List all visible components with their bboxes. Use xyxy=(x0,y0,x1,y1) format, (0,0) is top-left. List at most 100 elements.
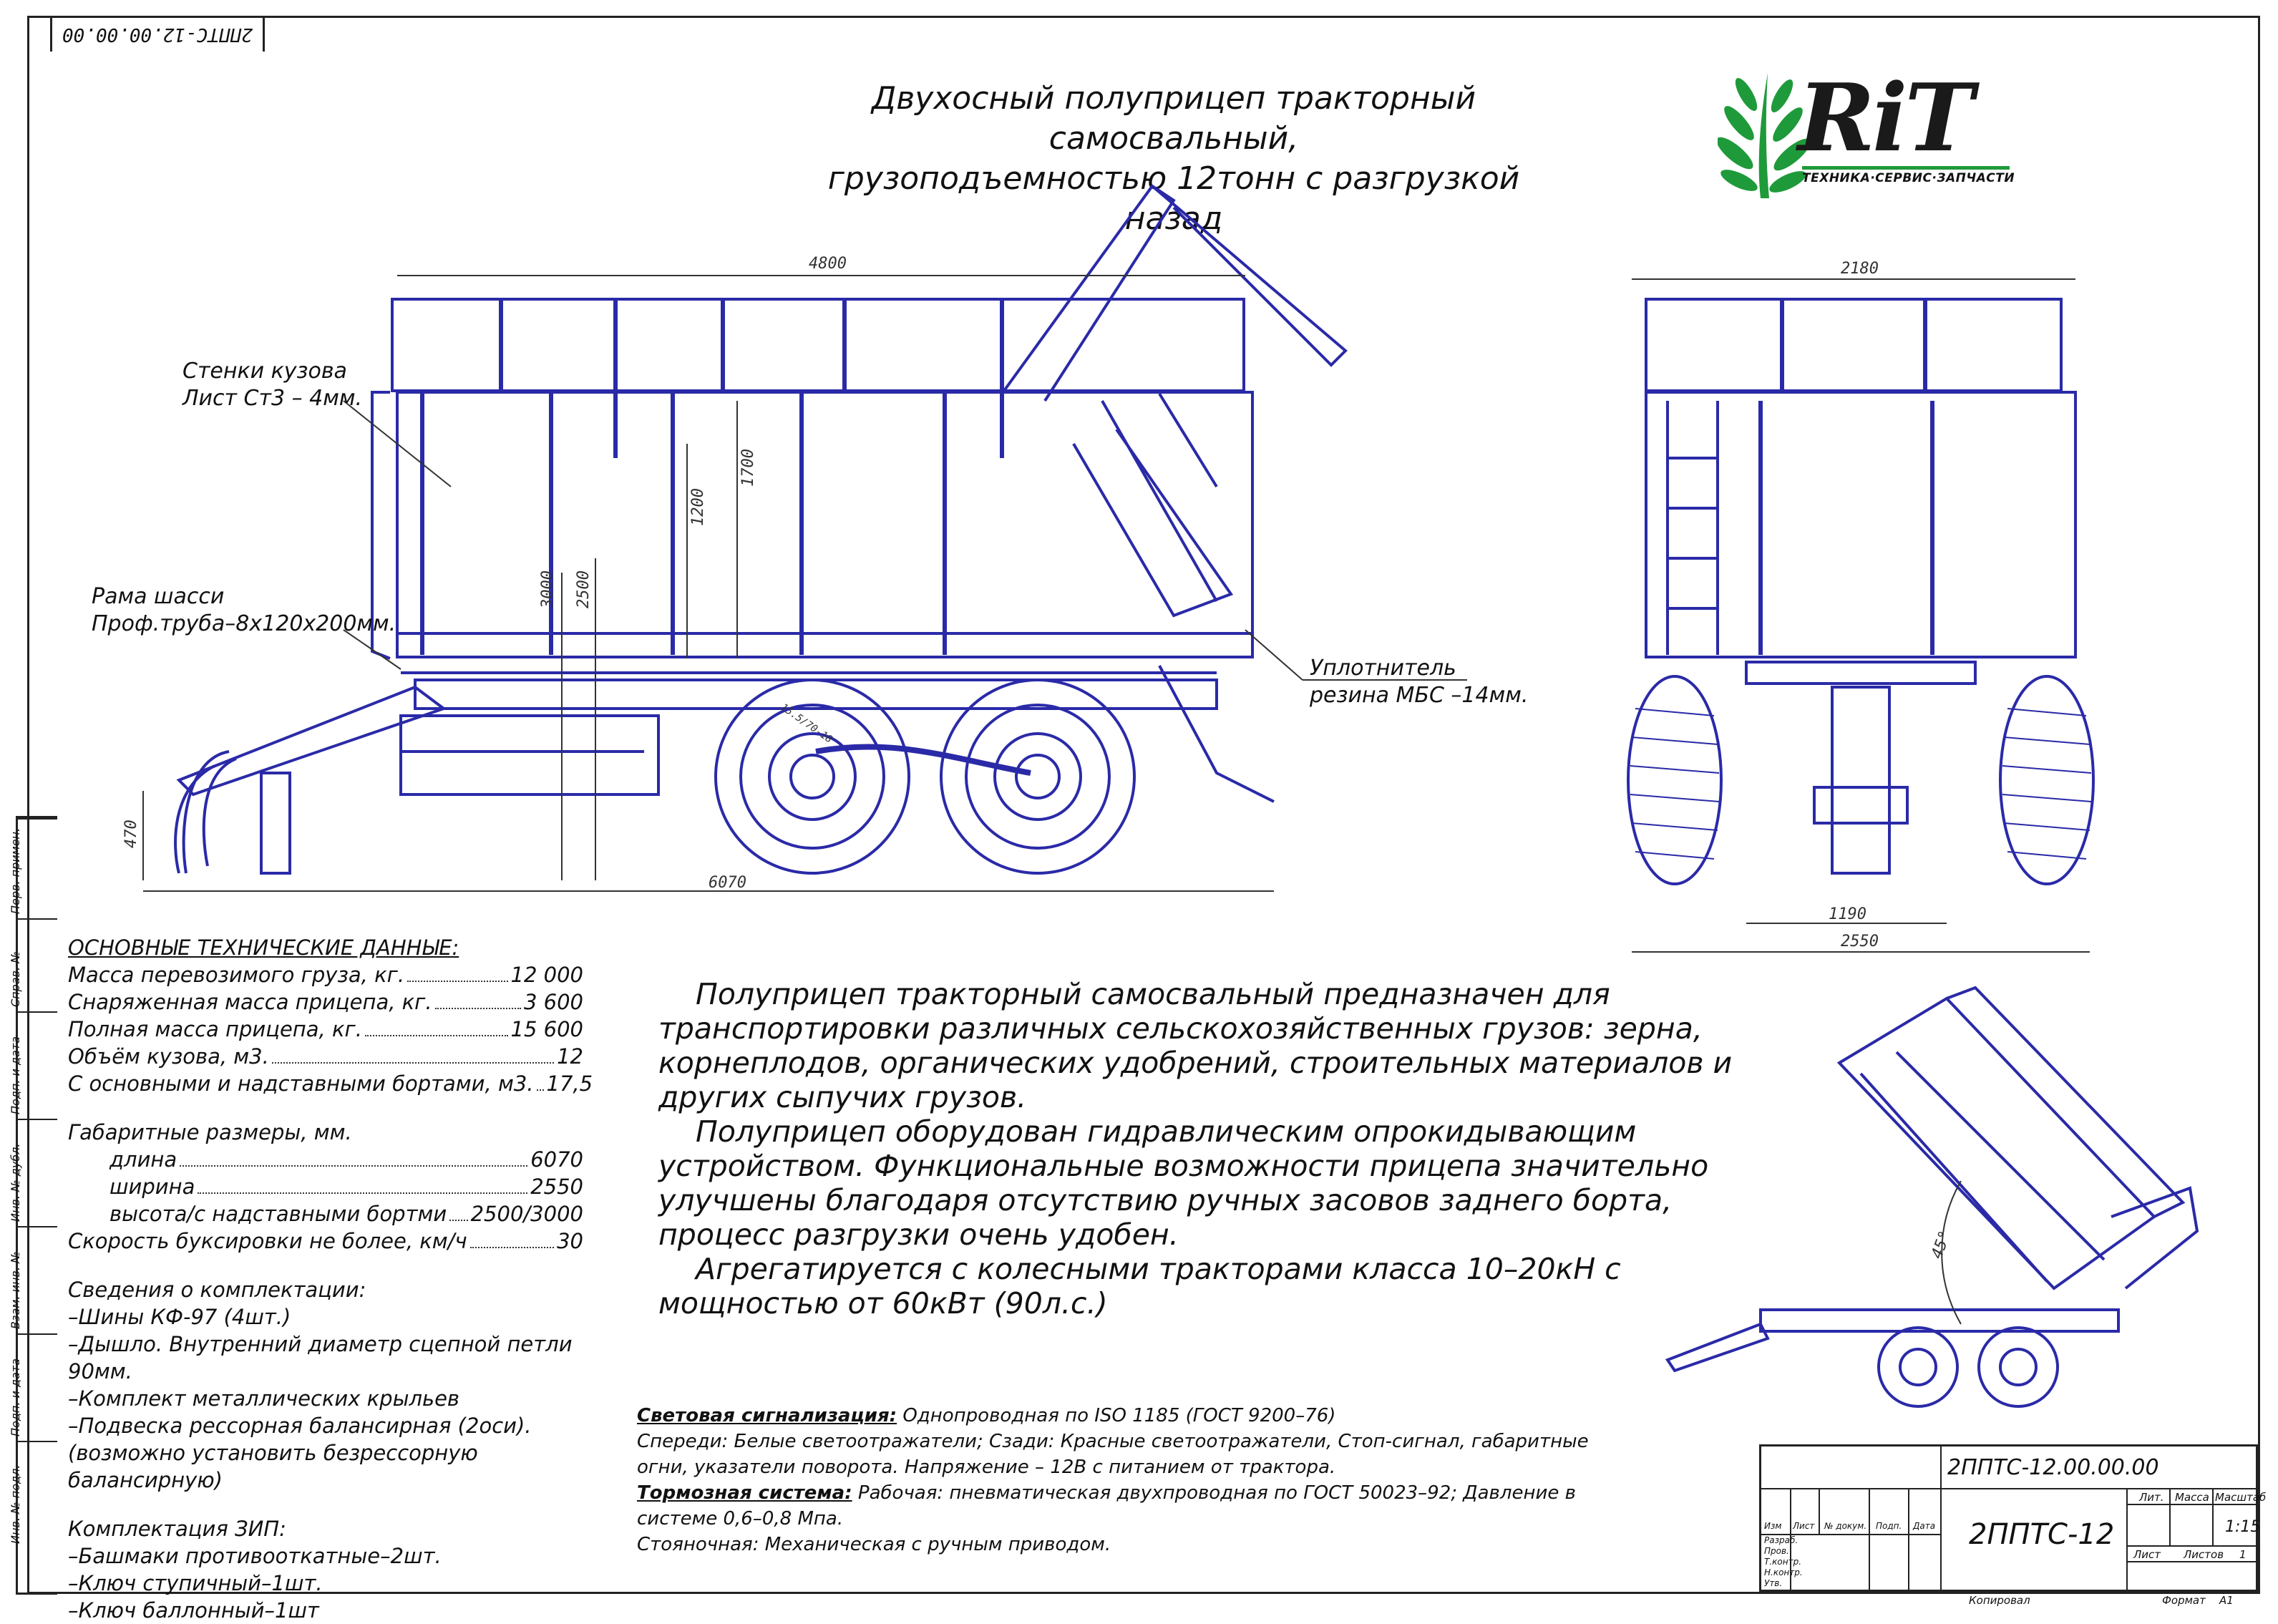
wheat-leaf-icon xyxy=(1718,73,1811,198)
dim-height-1200: 1200 xyxy=(689,488,707,526)
tb-header: Подп. xyxy=(1876,1521,1902,1531)
side-strip-cell: Подп. и дата xyxy=(9,1011,57,1119)
notes: Световая сигнализация: Однопроводная по … xyxy=(637,1403,1617,1557)
spec-row: С основными и надставными бортами, м3. 17… xyxy=(68,1070,593,1097)
zip-item: –Ключ ступичный–1шт. xyxy=(68,1571,323,1595)
side-strip-cell: Перв. примен. xyxy=(9,818,57,918)
dims-row: ширина 2550 xyxy=(68,1173,583,1200)
rear-wheel-right xyxy=(1999,675,2095,885)
spec-row-leader xyxy=(536,1070,544,1091)
side-strip-cell: Справ. № xyxy=(9,918,57,1011)
callout-frame-line2: Проф.труба–8х120х200мм. xyxy=(92,611,396,636)
kit-item: –Комплект металлических крыльев xyxy=(68,1386,460,1411)
dim-height-2500: 2500 xyxy=(575,570,593,608)
tb-lit: Лит. xyxy=(2139,1491,2164,1504)
dims-row-label: высота/с надставными бортми xyxy=(109,1202,447,1226)
spec-gap xyxy=(68,1097,583,1119)
rear-upper-board xyxy=(1645,298,2063,392)
side-strip-cell: Подп. и дата xyxy=(9,1333,57,1441)
spec-row-label: Снаряженная масса прицепа, кг. xyxy=(68,990,432,1014)
zip-heading: Комплектация ЗИП: xyxy=(68,1517,286,1541)
spec-list: ОСНОВНЫЕ ТЕХНИЧЕСКИЕ ДАННЫЕ:Масса перево… xyxy=(68,934,593,1624)
side-strip-cell: Инв. № подл. xyxy=(9,1441,57,1548)
spec-row-leader xyxy=(364,1016,508,1036)
tb-header: Дата xyxy=(1913,1521,1936,1531)
speed-label: Скорость буксировки не более, км/ч xyxy=(68,1229,467,1253)
dims-row-leader xyxy=(449,1200,468,1221)
side-strip-cell: Инв. № дубл. xyxy=(9,1119,57,1226)
dim-rear-body-width: 2180 xyxy=(1841,260,1879,278)
dim-total-width: 2550 xyxy=(1841,933,1879,950)
tb-name: 2ППТС-12 xyxy=(1969,1518,2115,1551)
description-paragraph: Агрегатируется с колесными тракторами кл… xyxy=(658,1252,1621,1321)
tb-sheets: Листов xyxy=(2184,1548,2224,1561)
kit-item: –Шины КФ-97 (4шт.) xyxy=(68,1305,291,1329)
drawbar xyxy=(176,685,447,797)
description-paragraph: Полуприцеп тракторный самосвальный предн… xyxy=(658,977,1733,1114)
tb-role: Т.контр. xyxy=(1764,1557,1802,1567)
tb-header: Изм xyxy=(1764,1521,1782,1531)
rear-ladder xyxy=(1666,401,1719,655)
title-line-1: Двухосный полуприцеп тракторный самосвал… xyxy=(871,80,1476,157)
spec-row-leader xyxy=(271,1043,555,1064)
tb-role: Н.контр. xyxy=(1764,1567,1803,1577)
drawing-frame xyxy=(27,16,2260,1594)
dim-track: 1190 xyxy=(1829,905,1866,923)
dim-hitch-height: 470 xyxy=(122,820,140,848)
side-wheel-front xyxy=(714,679,910,875)
callout-frame-line1: Рама шасси xyxy=(92,584,225,609)
tb-scale-label: Масштаб xyxy=(2215,1491,2267,1504)
dims-row-leader xyxy=(180,1146,528,1167)
dims-row: высота/с надставными бортми 2500/3000 xyxy=(68,1200,583,1227)
tb-copied: Копировал xyxy=(1969,1594,2030,1607)
title-block: 2ППТС-12.00.00.00 2ППТС-12 Изм Лист № доку… xyxy=(1759,1444,2266,1607)
spec-row-leader xyxy=(407,961,508,982)
zip-item: –Ключ баллонный–1шт xyxy=(68,1598,319,1623)
callout-frame: Рама шасси Проф.труба–8х120х200мм. xyxy=(92,583,396,638)
side-upper-board xyxy=(391,298,1245,392)
drawing-title: Двухосный полуприцеп тракторный самосвал… xyxy=(780,79,1567,239)
dim-height-3000: 3000 xyxy=(539,570,557,609)
spec-row-leader xyxy=(434,988,521,1009)
tb-header: Лист xyxy=(1793,1521,1815,1531)
zip-item: –Башмаки противооткатные–2шт. xyxy=(68,1544,442,1568)
tb-role: Утв. xyxy=(1764,1578,1783,1588)
speed-leader xyxy=(469,1227,555,1248)
spec-row-value: 3 600 xyxy=(523,990,583,1014)
tb-format: Формат xyxy=(2162,1594,2206,1607)
title-line-2: грузоподъемностью 12тонн с разгрузкой на… xyxy=(827,160,1520,237)
spec-row-label: Объём кузова, м3. xyxy=(68,1044,269,1069)
side-main-body xyxy=(396,391,1254,658)
dims-row-value: 2500/3000 xyxy=(470,1202,583,1226)
dims-row-label: ширина xyxy=(109,1175,195,1199)
spec-row-value: 17,5 xyxy=(546,1071,593,1096)
spec-row-label: Полная масса прицепа, кг. xyxy=(68,1017,362,1041)
tb-code: 2ППТС-12.00.00.00 xyxy=(1947,1455,2159,1480)
note-parking: Стояночная: Механическая с ручным привод… xyxy=(637,1534,1111,1555)
description-paragraph: Полуприцеп оборудован гидравлическим опр… xyxy=(658,1114,1709,1252)
callout-seal-line2: резина МБС –14мм. xyxy=(1310,683,1529,708)
side-strip-cell: Взам. инв. № xyxy=(9,1226,57,1333)
tb-scale: 1:15 xyxy=(2225,1518,2261,1536)
callout-walls: Стенки кузова Лист Ст3 – 4мм. xyxy=(182,358,363,412)
side-wheel-rear xyxy=(940,679,1136,875)
tb-header: № докум. xyxy=(1824,1521,1867,1531)
tip-angle: 45° xyxy=(1928,1228,1955,1261)
spec-row: Полная масса прицепа, кг.15 600 xyxy=(68,1016,583,1043)
rear-wheel-left xyxy=(1627,675,1723,885)
spec-row-label: С основными и надставными бортами, м3. xyxy=(68,1071,534,1096)
note-brake: Тормозная система: Рабочая: пневматическ… xyxy=(637,1482,1576,1530)
dim-height-1700: 1700 xyxy=(739,449,757,487)
logo-wordmark: RiT xyxy=(1798,63,1974,172)
callout-seal: Уплотнитель резина МБС –14мм. xyxy=(1310,655,1528,709)
dims-row-value: 2550 xyxy=(530,1175,583,1199)
kit-item: –Подвеска рессорная балансирная (2оси). xyxy=(68,1414,532,1438)
spec-row-value: 12 000 xyxy=(510,963,583,987)
spec-row: Объём кузова, м3.12 xyxy=(68,1043,583,1070)
callout-walls-line2: Лист Ст3 – 4мм. xyxy=(182,386,363,411)
dims-row-value: 6070 xyxy=(530,1147,583,1172)
dim-body-length: 4800 xyxy=(809,255,847,273)
